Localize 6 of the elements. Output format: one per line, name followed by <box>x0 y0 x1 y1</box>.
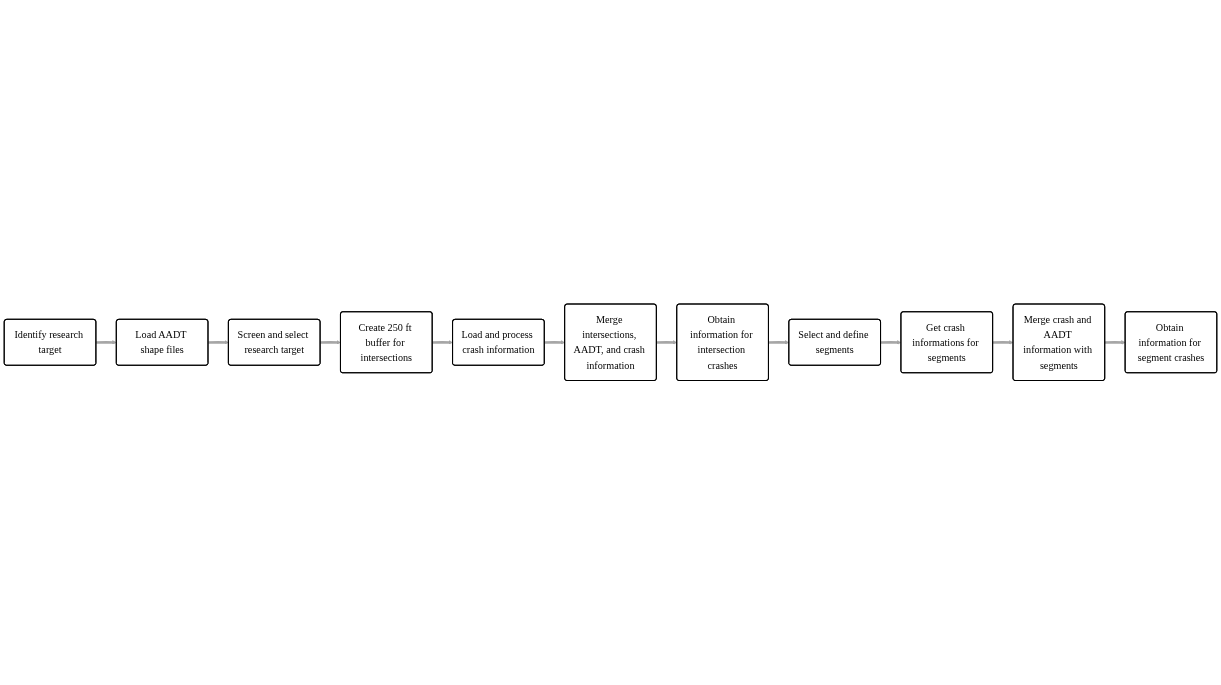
arrow <box>320 340 341 345</box>
arrow <box>96 340 117 345</box>
arrow <box>992 340 1014 345</box>
arrow <box>1104 340 1126 345</box>
arrow <box>208 340 229 345</box>
arrow <box>432 340 453 345</box>
